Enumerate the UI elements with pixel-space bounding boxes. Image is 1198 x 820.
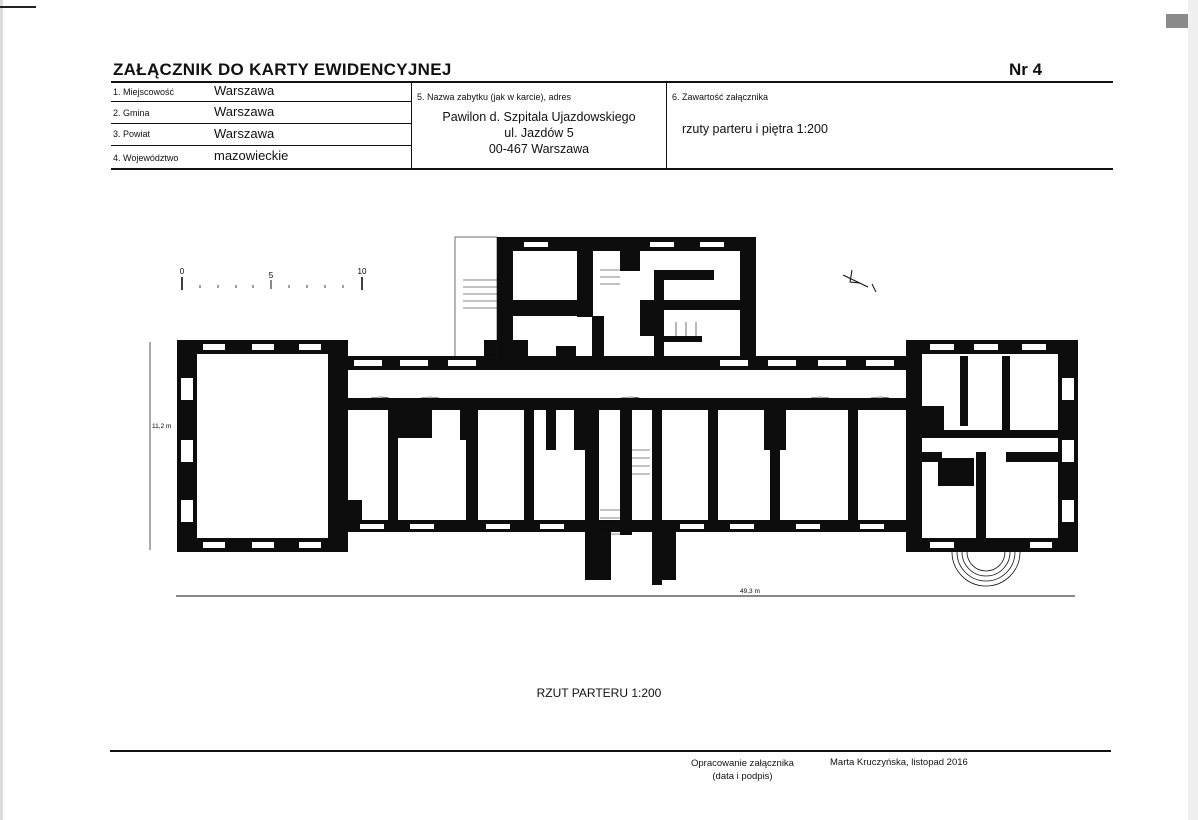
footer-preparation-label: Opracowanie załącznika (data i podpis) — [670, 757, 815, 783]
footer-label-line-2: (data i podpis) — [712, 771, 773, 782]
scale-label-10: 10 — [358, 267, 367, 276]
table-row-divider-2 — [111, 123, 411, 124]
plan-windows — [181, 242, 1074, 548]
table-row-divider-1 — [111, 101, 411, 102]
monument-name: Pawilon d. Szpitala Ujazdowskiego — [442, 110, 636, 124]
field-value-miejscowosc: Warszawa — [214, 83, 275, 98]
height-dimension-label: 11,2 m — [152, 423, 171, 430]
field-label-gmina: 2. Gmina — [113, 108, 150, 118]
contents-label: 6. Zawartość załącznika — [672, 92, 769, 102]
width-dimension-label: 49,3 m — [740, 588, 760, 595]
scan-mark-corner — [1166, 14, 1188, 28]
plan-title: RZUT PARTERU 1:200 — [536, 686, 662, 700]
scale-bar — [181, 277, 363, 290]
contents-value: rzuty parteru i piętra 1:200 — [682, 122, 828, 136]
plan-thin-lines — [359, 236, 901, 535]
scale-label-5: 5 — [269, 271, 274, 280]
table-row-divider-3 — [111, 145, 411, 146]
scan-mark-top — [0, 6, 36, 8]
field-label-wojewodztwo: 4. Województwo — [113, 153, 179, 163]
north-arrow-icon — [842, 269, 877, 293]
monument-label: 5. Nazwa zabytku (jak w karcie), adres — [417, 92, 572, 102]
field-label-powiat: 3. Powiat — [113, 129, 151, 139]
field-value-wojewodztwo: mazowieckie — [214, 148, 289, 163]
field-value-gmina: Warszawa — [214, 104, 275, 119]
semicircular-stair — [951, 551, 1021, 587]
plan-walls — [177, 237, 1078, 585]
table-column-divider-2 — [666, 81, 667, 169]
scan-edge-right — [1188, 0, 1198, 820]
table-top-border — [111, 81, 1113, 83]
monument-postal: 00-467 Warszawa — [488, 142, 590, 156]
scale-label-0: 0 — [180, 267, 185, 276]
document-number: Nr 4 — [1009, 60, 1043, 79]
field-label-miejscowosc: 1. Miejscowość — [113, 87, 175, 97]
table-bottom-border — [111, 168, 1113, 170]
footer-label-line-1: Opracowanie załącznika — [691, 758, 794, 769]
footer-divider — [110, 750, 1111, 752]
footer-author: Marta Kruczyńska, listopad 2016 — [830, 757, 968, 768]
field-value-powiat: Warszawa — [214, 126, 275, 141]
scan-edge-left — [0, 0, 3, 820]
document-title: ZAŁĄCZNIK DO KARTY EWIDENCYJNEJ — [113, 60, 452, 79]
table-column-divider-1 — [411, 81, 412, 169]
monument-street: ul. Jazdów 5 — [504, 126, 574, 140]
